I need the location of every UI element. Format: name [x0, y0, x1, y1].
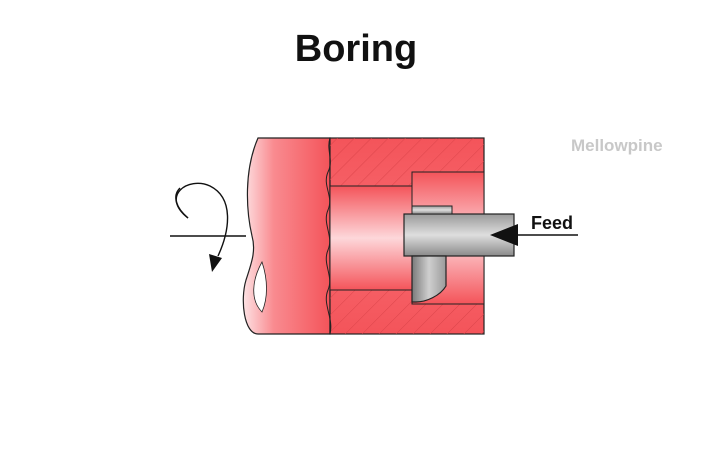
diagram-title: Boring [294, 28, 418, 70]
watermark: Mellowpine [571, 136, 663, 155]
break-line [325, 137, 332, 335]
rotation-arrow-icon [175, 182, 229, 272]
workpiece-shaft [242, 137, 331, 335]
feed-arrow-icon [490, 224, 578, 246]
feed-label: Feed [531, 213, 574, 233]
